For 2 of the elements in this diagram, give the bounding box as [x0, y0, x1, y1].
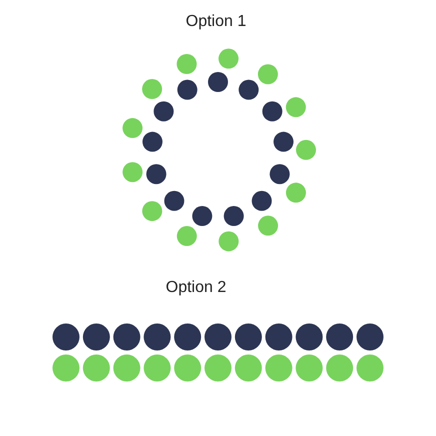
option-heading: Option 1 [186, 13, 246, 31]
option-heading: Option 2 [166, 279, 226, 297]
